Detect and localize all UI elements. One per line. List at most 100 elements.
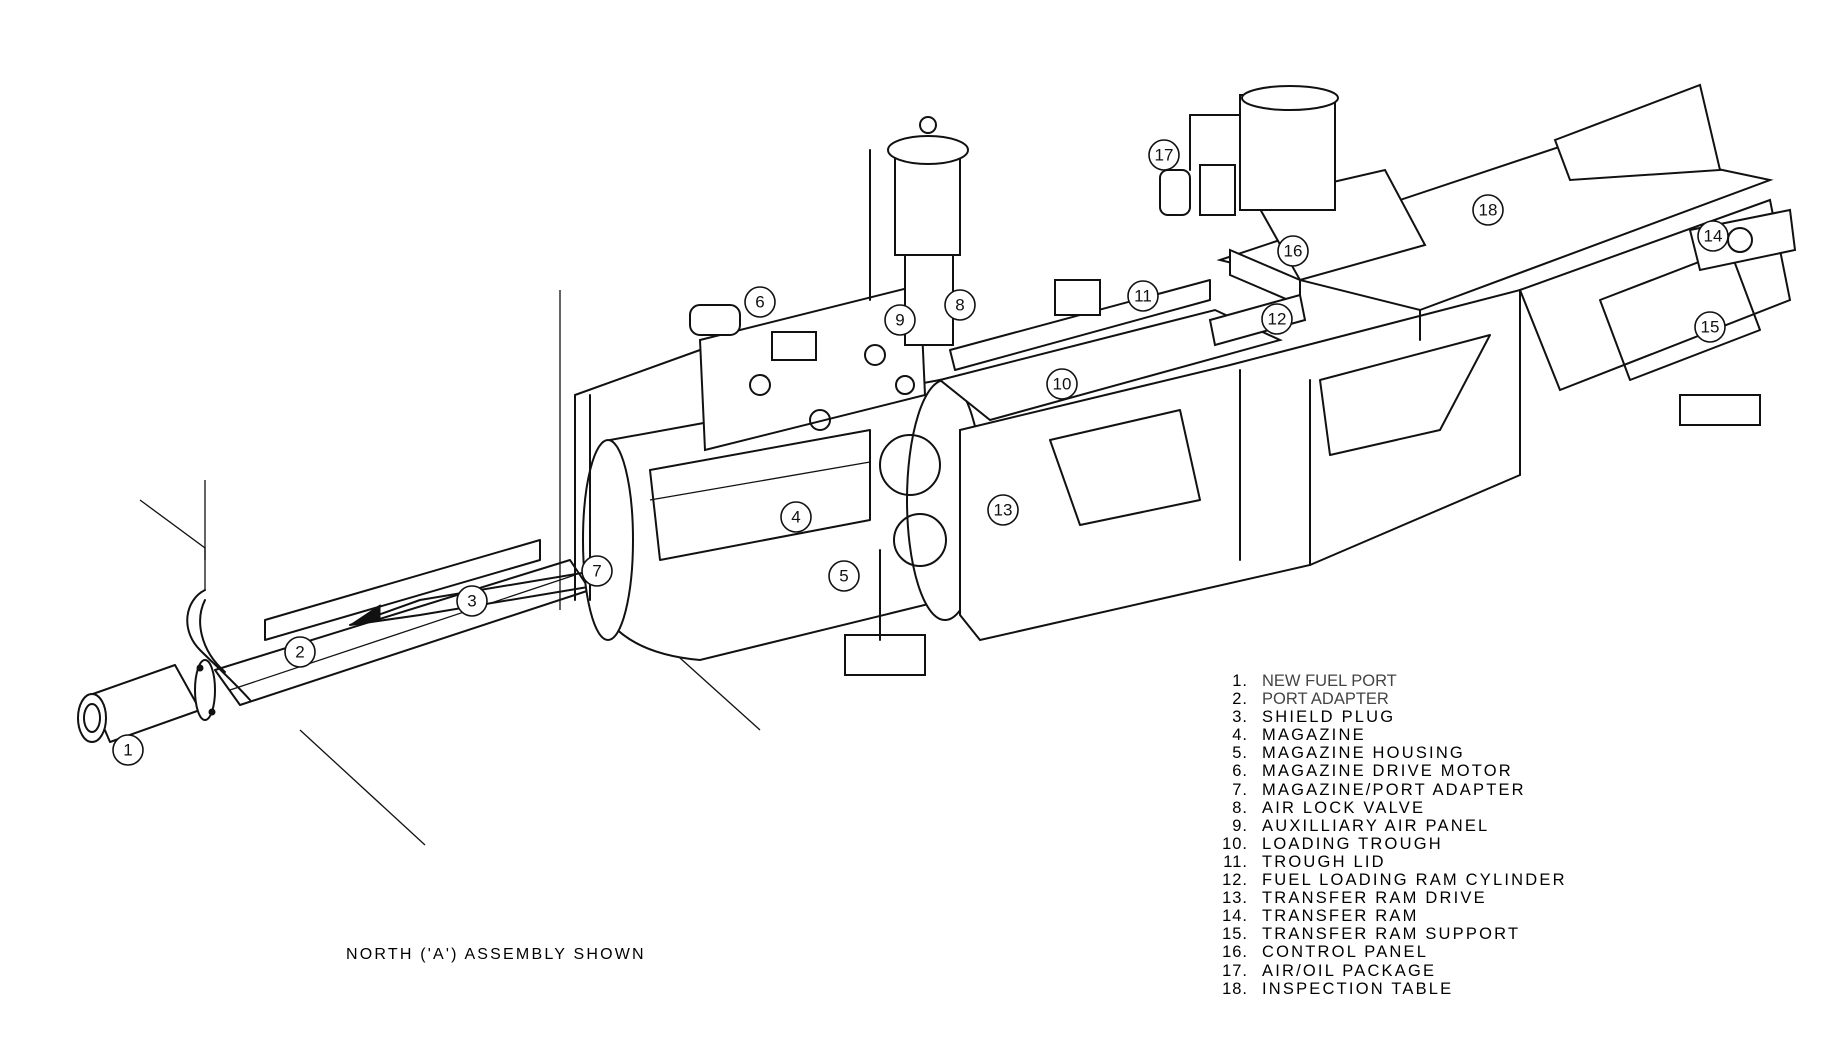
svg-text:15: 15 (1701, 318, 1720, 337)
svg-text:7: 7 (592, 562, 601, 581)
callout-17: 17 (1148, 139, 1180, 171)
air-lock-valve (869, 116, 969, 346)
svg-text:11: 11 (1134, 287, 1152, 306)
legend-item: 18. INSPECTION TABLE (1208, 980, 1808, 998)
legend-label: NEW FUEL PORT (1262, 672, 1397, 690)
legend-item: 16. CONTROL PANEL (1208, 943, 1808, 961)
legend-label: FUEL LOADING RAM CYLINDER (1262, 871, 1567, 890)
legend-number: 14. (1222, 907, 1248, 926)
callout-12: 12 (1261, 303, 1293, 335)
parts-legend: 1. NEW FUEL PORT 2. PORT ADAPTER 3. SHIELD … (1208, 672, 1808, 998)
legend-label: AUXILLIARY AIR PANEL (1262, 816, 1490, 835)
legend-label: CONTROL PANEL (1262, 943, 1429, 962)
legend-item: 15. TRANSFER RAM SUPPORT (1208, 925, 1808, 943)
legend-item: 10. LOADING TROUGH (1208, 835, 1808, 853)
legend-number: 18. (1222, 979, 1248, 998)
legend-item: 13. TRANSFER RAM DRIVE (1208, 889, 1808, 907)
legend-number: 13. (1222, 889, 1248, 908)
callout-2: 2 (284, 636, 316, 668)
legend-number: 7. (1232, 780, 1248, 799)
legend-number: 17. (1222, 961, 1248, 980)
legend-number: 16. (1222, 943, 1248, 962)
legend-item: 5. MAGAZINE HOUSING (1208, 744, 1808, 762)
svg-text:12: 12 (1268, 310, 1287, 329)
svg-text:5: 5 (839, 567, 848, 586)
svg-text:10: 10 (1053, 375, 1072, 394)
control-panel (1229, 85, 1427, 307)
legend-label: TROUGH LID (1262, 852, 1386, 871)
callout-16: 16 (1277, 235, 1309, 267)
new-fuel-port (77, 659, 216, 743)
legend-label: AIR LOCK VALVE (1262, 798, 1426, 817)
callout-9: 9 (884, 304, 916, 336)
callout-10: 10 (1046, 368, 1078, 400)
legend-label: MAGAZINE HOUSING (1262, 744, 1465, 763)
svg-text:6: 6 (755, 293, 764, 312)
legend-label: MAGAZINE/PORT ADAPTER (1262, 780, 1526, 799)
legend-label: LOADING TROUGH (1262, 834, 1443, 853)
assembly-caption: NORTH ('A') ASSEMBLY SHOWN (346, 946, 646, 963)
callout-8: 8 (944, 289, 976, 321)
callout-18: 18 (1472, 194, 1504, 226)
svg-text:8: 8 (955, 296, 964, 315)
legend-number: 6. (1232, 762, 1248, 781)
svg-text:1: 1 (123, 741, 132, 760)
legend-number: 9. (1232, 816, 1248, 835)
svg-text:2: 2 (295, 643, 304, 662)
svg-text:4: 4 (791, 508, 800, 527)
callout-6: 6 (744, 286, 776, 318)
legend-item: 1. NEW FUEL PORT (1208, 672, 1808, 690)
svg-text:9: 9 (895, 311, 904, 330)
callout-5: 5 (828, 560, 860, 592)
callout-11: 11 (1127, 280, 1159, 312)
legend-item: 9. AUXILLIARY AIR PANEL (1208, 817, 1808, 835)
callout-7: 7 (581, 555, 613, 587)
port-adapter-tube (214, 539, 591, 706)
legend-label: INSPECTION TABLE (1262, 979, 1454, 998)
legend-number: 4. (1232, 726, 1248, 745)
legend-item: 12. FUEL LOADING RAM CYLINDER (1208, 871, 1808, 889)
svg-text:18: 18 (1479, 201, 1498, 220)
legend-item: 4. MAGAZINE (1208, 726, 1808, 744)
legend-number: 12. (1222, 871, 1248, 890)
legend-item: 11. TROUGH LID (1208, 853, 1808, 871)
legend-label: TRANSFER RAM SUPPORT (1262, 925, 1521, 944)
legend-number: 5. (1232, 744, 1248, 763)
legend-label: MAGAZINE DRIVE MOTOR (1262, 762, 1513, 781)
legend-number: 1. (1232, 672, 1248, 690)
callout-3: 3 (456, 585, 488, 617)
legend-number: 2. (1232, 690, 1248, 709)
legend-item: 8. AIR LOCK VALVE (1208, 799, 1808, 817)
legend-label: PORT ADAPTER (1262, 690, 1389, 709)
svg-text:17: 17 (1155, 146, 1174, 165)
auxiliary-air-panel (574, 283, 927, 601)
svg-text:13: 13 (994, 501, 1013, 520)
main-frame (844, 288, 1521, 676)
legend-label: TRANSFER RAM (1262, 907, 1419, 926)
callout-4: 4 (780, 501, 812, 533)
callout-1: 1 (112, 734, 144, 766)
legend-label: TRANSFER RAM DRIVE (1262, 889, 1487, 908)
loading-trough (937, 279, 1283, 422)
legend-label: AIR/OIL PACKAGE (1262, 961, 1437, 980)
legend-label: SHIELD PLUG (1262, 708, 1396, 727)
legend-item: 6. MAGAZINE DRIVE MOTOR (1208, 762, 1808, 780)
svg-text:16: 16 (1284, 242, 1303, 261)
legend-item: 17. AIR/OIL PACKAGE (1208, 962, 1808, 980)
legend-number: 3. (1232, 708, 1248, 727)
callouts: 1 2 3 4 5 6 7 8 9 10 11 12 13 14 15 16 1… (112, 139, 1729, 766)
svg-text:3: 3 (467, 592, 476, 611)
legend-number: 15. (1222, 925, 1248, 944)
legend-number: 10. (1222, 834, 1248, 853)
legend-number: 8. (1232, 798, 1248, 817)
legend-item: 2. PORT ADAPTER (1208, 690, 1808, 708)
legend-item: 3. SHIELD PLUG (1208, 708, 1808, 726)
air-oil-package (1159, 114, 1241, 216)
callout-15: 15 (1694, 311, 1726, 343)
callout-13: 13 (987, 494, 1019, 526)
legend-label: MAGAZINE (1262, 726, 1366, 745)
legend-item: 7. MAGAZINE/PORT ADAPTER (1208, 781, 1808, 799)
legend-item: 14. TRANSFER RAM (1208, 907, 1808, 925)
legend-number: 11. (1223, 852, 1248, 871)
